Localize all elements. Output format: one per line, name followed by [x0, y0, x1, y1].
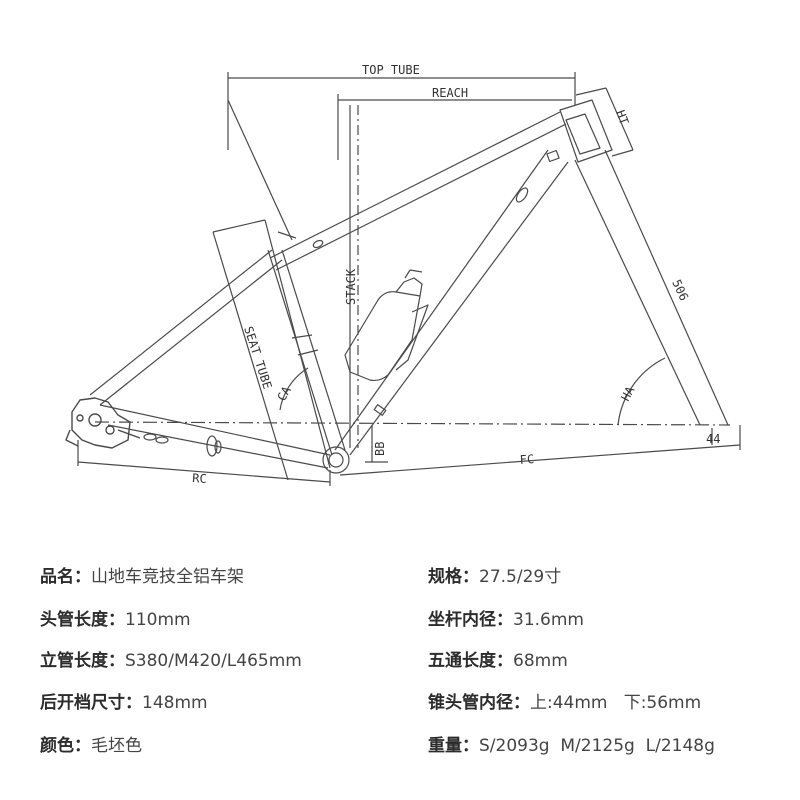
ht-dimension [575, 87, 634, 157]
seat-angle-arc [279, 367, 309, 411]
spec-value: 山地车竞技全铝车架 [91, 567, 244, 587]
down-tube [334, 149, 569, 456]
seat-tube [267, 231, 346, 456]
rc-dimension [77, 440, 331, 486]
bike-frame-geometry-diagram: TOP TUBE REACH HT STACK SEAT TUBE CA BB … [65, 63, 741, 486]
bottom-bracket [322, 446, 350, 474]
spec-value: 上:44mm 下:56mm [530, 693, 702, 713]
spec-label: 头管长度： [40, 610, 125, 630]
rear-dropout [65, 397, 141, 449]
bb-label: BB [373, 442, 387, 456]
spec-label: 规格： [428, 567, 479, 587]
top-tube-label: TOP TUBE [362, 63, 420, 77]
reach-label: REACH [432, 86, 468, 100]
offset-label: 44 [706, 432, 720, 446]
spec-value: 毛坯色 [91, 736, 142, 756]
ca-label: CA [274, 383, 294, 403]
fork-length-dimension [574, 149, 729, 426]
spec-head-tube-length: 头管长度：110mm [40, 609, 191, 631]
spec-label: 坐杆内径： [428, 610, 513, 630]
spec-value: 27.5/29寸 [479, 567, 562, 587]
spec-label: 后开档尺寸： [40, 693, 142, 713]
ht-label: HT [613, 108, 631, 126]
spec-color: 颜色：毛坯色 [40, 735, 142, 757]
spec-value: 110mm [125, 610, 191, 630]
spec-label: 锥头管内径： [428, 693, 530, 713]
seat-stay [89, 249, 283, 406]
stack-dimension [349, 105, 359, 448]
rc-label: RC [192, 471, 207, 486]
fc-label: FC [519, 452, 534, 467]
bb-drop-dimension [365, 425, 388, 463]
top-tube [269, 111, 567, 271]
spec-label: 重量： [428, 736, 479, 756]
fork-length-label: 506 [669, 277, 691, 303]
spec-seatpost-diameter: 坐杆内径：31.6mm [428, 609, 584, 631]
stack-label: STACK [344, 268, 358, 305]
spec-seat-tube-length: 立管长度：S380/M420/L465mm [40, 650, 302, 672]
spec-tapered-head-tube: 锥头管内径：上:44mm 下:56mm [428, 692, 701, 714]
spec-size: 规格：27.5/29寸 [428, 566, 561, 588]
water-bottle [344, 269, 429, 382]
top-tube-dimension [227, 72, 576, 150]
spec-product-name: 品名：山地车竞技全铝车架 [40, 566, 244, 588]
spec-rear-spacing: 后开档尺寸：148mm [40, 692, 208, 714]
spec-value: 31.6mm [513, 610, 584, 630]
spec-label: 五通长度： [428, 651, 513, 671]
spec-value: 148mm [142, 693, 208, 713]
axle-line [94, 421, 731, 426]
ha-label: HA [618, 383, 638, 403]
fc-dimension [339, 425, 741, 476]
spec-value: S380/M420/L465mm [125, 651, 302, 671]
spec-value: 68mm [513, 651, 568, 671]
spec-label: 颜色： [40, 736, 91, 756]
head-tube [546, 99, 613, 163]
spec-bb-length: 五通长度：68mm [428, 650, 568, 672]
spec-label: 立管长度： [40, 651, 125, 671]
spec-label: 品名： [40, 567, 91, 587]
chain-stay [99, 404, 331, 469]
head-angle-arc [617, 357, 666, 426]
reach-dimension [337, 94, 572, 160]
spec-weight: 重量：S/2093g M/2125g L/2148g [428, 735, 715, 757]
spec-value: S/2093g M/2125g L/2148g [479, 736, 715, 756]
